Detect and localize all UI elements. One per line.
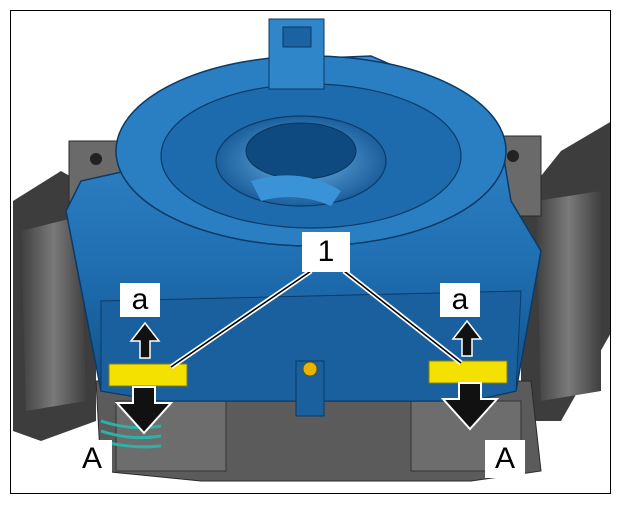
part-number-label: 1 (302, 232, 350, 272)
arrow-label-a-left: a (120, 283, 160, 317)
arrow-down-icon (114, 386, 174, 435)
lower-bracket (95, 380, 542, 482)
arrow-label-A-left: A (72, 440, 112, 478)
clock-spring-illustration (13, 18, 610, 482)
arrow-up-icon (129, 321, 161, 359)
arrow-label-a-right: a (440, 283, 480, 317)
arrow-down-icon (440, 382, 500, 431)
clock-spring-housing (65, 18, 542, 417)
left-connector (108, 363, 188, 387)
arrow-up-icon (451, 319, 483, 357)
arrow-label-A-right: A (485, 440, 525, 478)
illustration-frame (10, 10, 611, 494)
right-connector (428, 360, 508, 384)
